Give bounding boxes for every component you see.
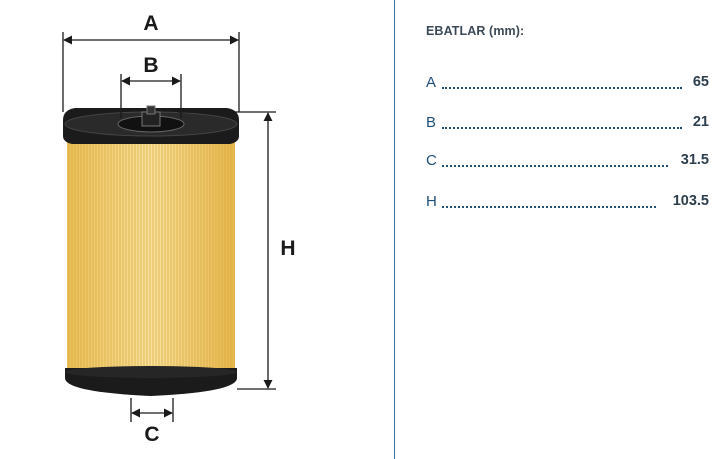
filter-cartridge <box>63 105 239 396</box>
center-tube-tab <box>146 105 156 115</box>
dimension-row-h: H 103.5 <box>426 193 709 213</box>
dimension-row-c: C 31.5 <box>426 152 709 172</box>
leader-dots <box>442 206 656 208</box>
vertical-divider <box>394 0 395 459</box>
dimension-c-label: C <box>144 423 159 446</box>
dimension-row-value: 21 <box>692 114 709 130</box>
leader-dots <box>442 87 682 89</box>
dimensions-title: EBATLAR (mm): <box>426 24 525 38</box>
dimension-row-label: B <box>426 114 437 131</box>
dimension-h: H <box>178 111 296 390</box>
dimension-row-value: 65 <box>692 74 709 90</box>
dimension-b: B <box>120 54 182 118</box>
dimension-h-label: H <box>280 237 295 260</box>
dimension-a-label: A <box>143 12 158 35</box>
dimension-a: A <box>62 12 240 112</box>
dimension-row-label: A <box>426 74 437 91</box>
dimension-b-label: B <box>143 54 158 77</box>
dimension-row-a: A 65 <box>426 74 709 94</box>
dimension-c: C <box>130 398 174 446</box>
filter-diagram: A B H C <box>62 12 296 446</box>
dimensions-panel: EBATLAR (mm): A 65 B 21 C 31.5 H 103.5 <box>420 0 722 459</box>
leader-dots <box>442 127 682 129</box>
leader-dots <box>442 165 668 167</box>
dimension-row-value: 31.5 <box>680 152 709 168</box>
dimension-row-label: H <box>426 193 437 210</box>
pleat-lines <box>68 138 232 372</box>
bottom-cap-edge <box>65 366 237 378</box>
dimension-row-label: C <box>426 152 437 169</box>
dimension-row-value: 103.5 <box>672 193 709 209</box>
dimension-row-b: B 21 <box>426 114 709 134</box>
